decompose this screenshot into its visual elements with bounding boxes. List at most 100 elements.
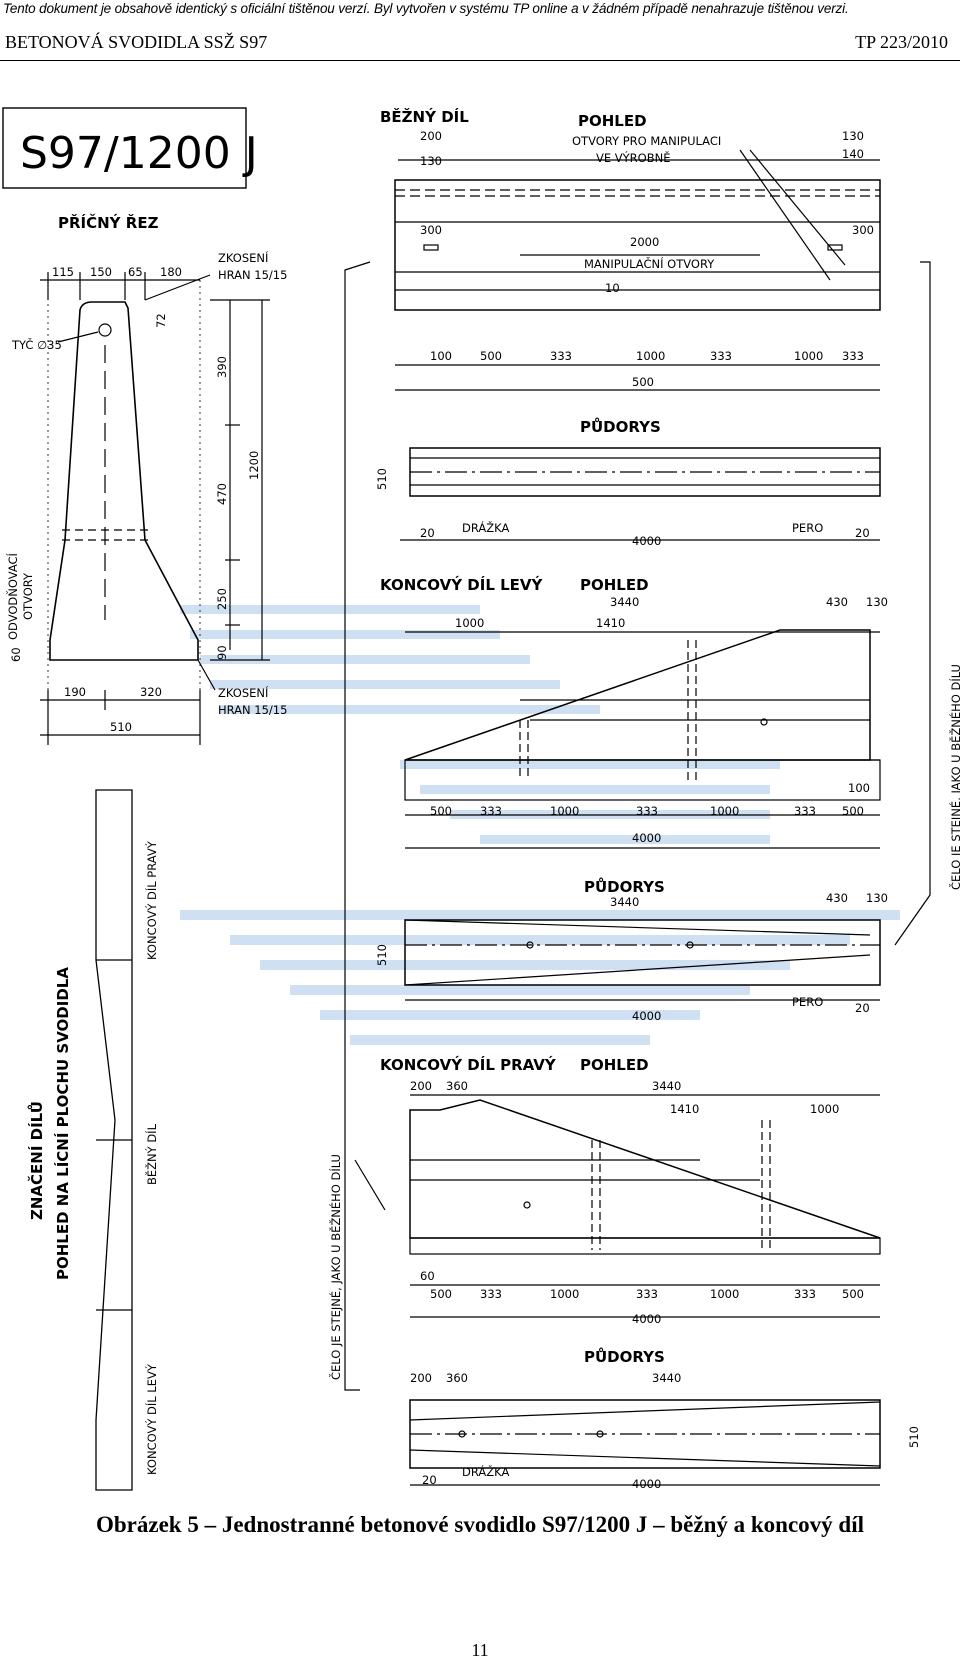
elp-dim-20: 20	[855, 1001, 870, 1015]
el-dim-100: 100	[848, 781, 870, 795]
plan-dim-4000: 4000	[632, 534, 661, 548]
end-right-plan-label: PŮDORYS	[584, 1346, 665, 1366]
elp-dim-130: 130	[866, 891, 888, 905]
std-dim-1000b: 333	[710, 349, 732, 363]
std-dim-500: 100	[430, 349, 452, 363]
tongue-label: PERO	[792, 521, 823, 535]
drawing-title: S97/1200 J	[20, 128, 258, 179]
standard-note-2: VE VÝROBNĚ	[596, 150, 670, 165]
elp-dim-430: 430	[826, 891, 848, 905]
header-rule	[0, 60, 960, 61]
el-dim-1000: 1000	[455, 616, 484, 630]
watermark-logo	[180, 605, 900, 1045]
standard-note-1: OTVORY PRO MANIPULACI	[572, 134, 721, 148]
end-left-plan	[404, 919, 881, 1001]
marking-elevation	[95, 789, 133, 1491]
end-right-view	[409, 1094, 881, 1318]
end-left-tongue: PERO	[792, 995, 823, 1009]
end-right-plan	[409, 1399, 881, 1486]
chamfer-top-2: HRAN 15/15	[218, 268, 287, 282]
end-right-view-label: POHLED	[580, 1056, 649, 1074]
plan-dim-510: 510	[375, 468, 389, 490]
standard-view-label: POHLED	[578, 112, 647, 130]
marking-part-right: KONCOVÝ DÍL PRAVÝ	[144, 840, 159, 960]
el-dim-430: 430	[826, 595, 848, 609]
marking-title-2: POHLED NA LÍCNÍ PLOCHU SVODIDLA	[53, 967, 72, 1280]
drain-label-1: ODVODŇOVACÍ	[5, 552, 20, 640]
erp-dim-20: 20	[422, 1473, 437, 1487]
er-dim-333c: 333	[794, 1287, 816, 1301]
chamfer-bottom-2: HRAN 15/15	[218, 703, 287, 717]
marking-part-left: KONCOVÝ DÍL LEVÝ	[144, 1363, 159, 1475]
dim-90: 90	[215, 645, 229, 660]
el-dim-3440: 3440	[610, 595, 639, 609]
figure-caption: Obrázek 5 – Jednostranné betonové svodid…	[95, 1512, 865, 1537]
dim-115: 115	[52, 265, 74, 279]
dim-390: 390	[215, 356, 229, 378]
er-dim-500: 500	[430, 1287, 452, 1301]
el-dim-4000: 4000	[632, 831, 661, 845]
plan-dim-20: 20	[420, 526, 435, 540]
header-right: TP 223/2010	[855, 32, 948, 52]
technical-drawing: S97/1200 J PŘÍČNÝ ŘEZ TYČ ∅35 ZKOSENÍ HR…	[2, 107, 960, 1491]
cross-section-heading: PŘÍČNÝ ŘEZ	[58, 213, 159, 232]
erp-dim-360: 360	[446, 1371, 468, 1385]
std-dim-2000: 2000	[630, 235, 659, 249]
dim-60: 60	[9, 647, 23, 662]
plan-dim-20b: 20	[855, 526, 870, 540]
el-dim-333c: 333	[794, 804, 816, 818]
std-dim-10: 10	[605, 281, 620, 295]
bar-label: TYČ ∅35	[11, 337, 62, 352]
dim-150: 150	[90, 265, 112, 279]
er-dim-500b: 500	[842, 1287, 864, 1301]
end-left-plan-label: PŮDORYS	[584, 876, 665, 896]
dim-180: 180	[160, 265, 182, 279]
el-dim-500: 500	[430, 804, 452, 818]
std-dim-130: 130	[420, 154, 442, 168]
chamfer-bottom-1: ZKOSENÍ	[218, 685, 269, 700]
groove-label: DRÁŽKA	[462, 520, 509, 535]
standard-part-plan	[400, 447, 881, 541]
std-dim-300b: 300	[852, 223, 874, 237]
document-notice: Tento dokument je obsahově identický s o…	[3, 1, 849, 16]
dim-510: 510	[110, 720, 132, 734]
standard-heading: BĚŽNÝ DÍL	[380, 107, 469, 126]
er-dim-1000b: 1000	[710, 1287, 739, 1301]
end-right-heading: KONCOVÝ DÍL PRAVÝ	[380, 1055, 557, 1074]
handling-holes: MANIPULAČNÍ OTVORY	[584, 256, 715, 271]
dim-1200: 1200	[247, 451, 261, 480]
erp-dim-3440: 3440	[652, 1371, 681, 1385]
std-dim-333b: 1000	[636, 349, 665, 363]
elp-dim-4000: 4000	[632, 1009, 661, 1023]
er-dim-333b: 333	[636, 1287, 658, 1301]
end-left-view	[404, 629, 881, 849]
standard-plan-label: PŮDORYS	[580, 416, 661, 436]
er-dim-333a: 333	[480, 1287, 502, 1301]
el-dim-500b: 500	[842, 804, 864, 818]
elp-dim-3440: 3440	[610, 895, 639, 909]
std-dim-500b: 333	[842, 349, 864, 363]
er-dim-1410: 1410	[670, 1102, 699, 1116]
chamfer-top-1: ZKOSENÍ	[218, 250, 269, 265]
er-dim-60: 60	[420, 1269, 435, 1283]
header-left: BETONOVÁ SVODIDLA SSŽ S97	[5, 32, 268, 52]
face-note-left: ČELO JE STEJNÉ, JAKO U BĚŽNÉHO DÍLU	[328, 1154, 343, 1380]
cross-section-profile	[49, 301, 199, 661]
title-box	[2, 107, 247, 189]
er-dim-200: 200	[410, 1079, 432, 1093]
std-dim-200: 200	[420, 129, 442, 143]
bar-hole	[98, 323, 112, 337]
el-dim-1000a: 1000	[550, 804, 579, 818]
erp-dim-510: 510	[907, 1426, 921, 1448]
drain-label-2: OTVORY	[21, 572, 35, 620]
std-dim-333a: 500	[480, 349, 502, 363]
std-dim-1000a: 333	[550, 349, 572, 363]
er-dim-360: 360	[446, 1079, 468, 1093]
er-dim-1000a: 1000	[550, 1287, 579, 1301]
erp-dim-4000: 4000	[632, 1477, 661, 1491]
face-note-right: ČELO JE STEJNÉ, JAKO U BĚŽNÉHO DÍLU	[948, 664, 960, 890]
std-dim-130b: 130	[842, 129, 864, 143]
er-dim-1000: 1000	[810, 1102, 839, 1116]
dim-320: 320	[140, 685, 162, 699]
dim-190: 190	[64, 685, 86, 699]
